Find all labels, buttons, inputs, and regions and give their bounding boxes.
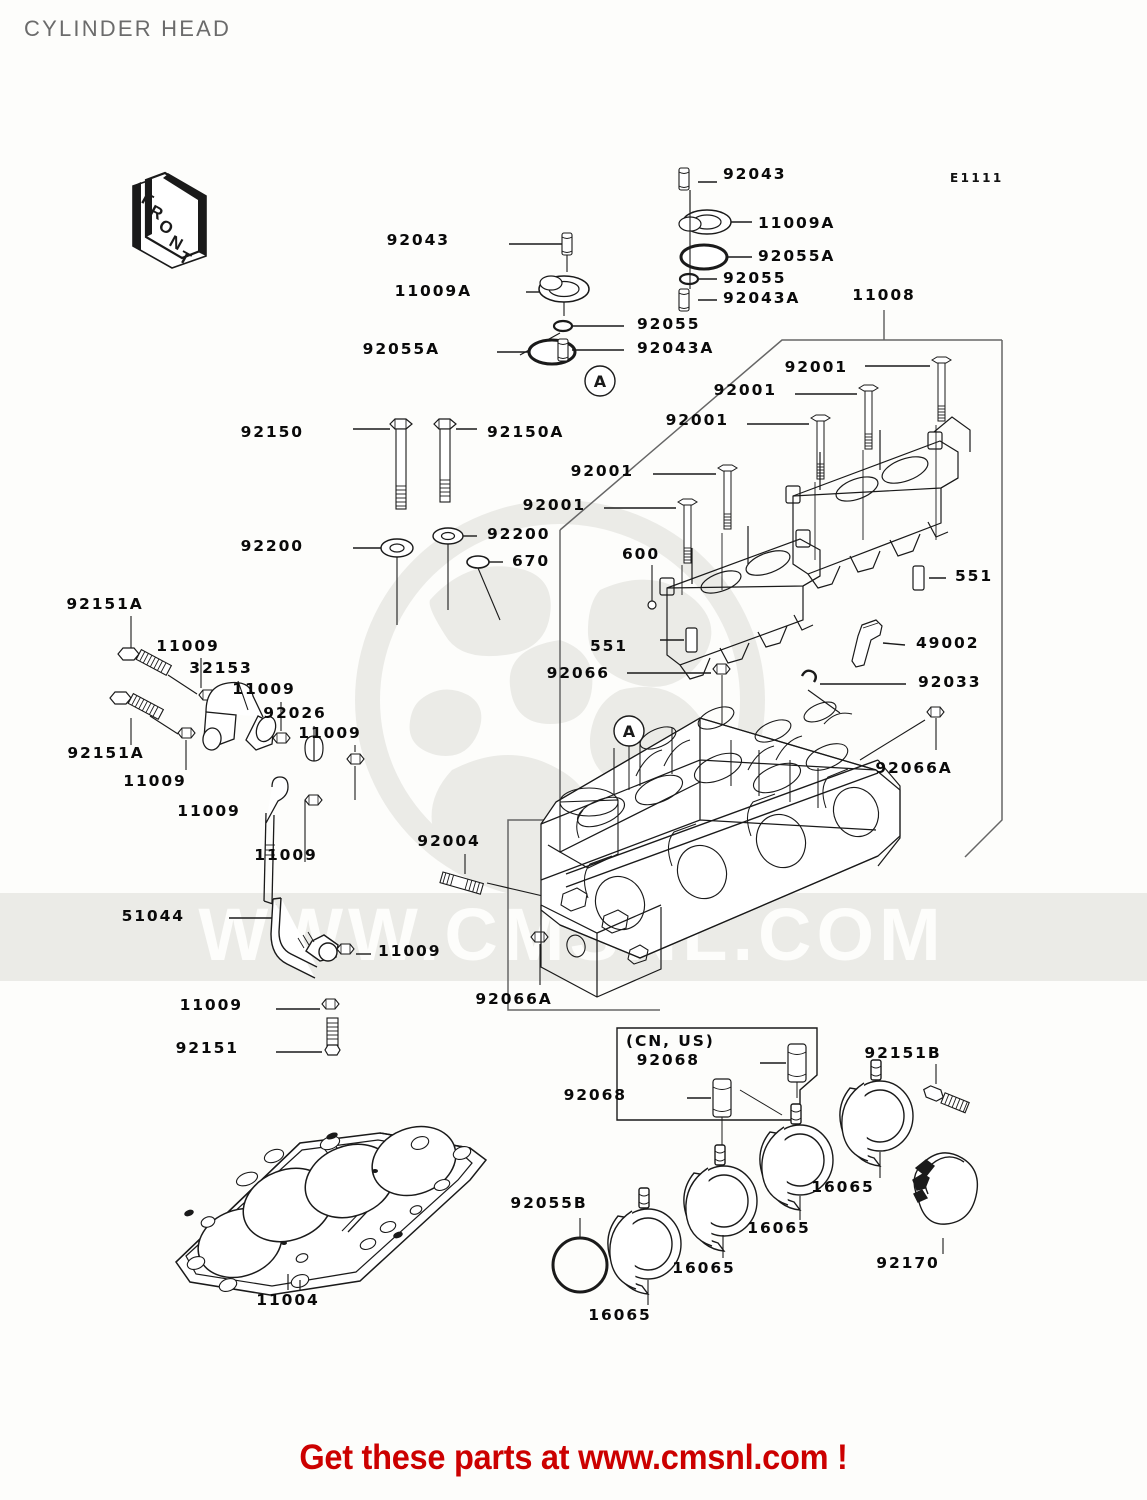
part-callout-92151: 92151	[175, 1039, 239, 1057]
part-callout-92001: 92001	[570, 462, 634, 480]
inset-box-cn-us	[616, 1027, 818, 1121]
dowel-pins	[660, 565, 946, 653]
part-callout-92151b: 92151B	[864, 1044, 942, 1062]
section-marker-a2: A	[613, 715, 645, 790]
oil-pipe-32153	[202, 681, 277, 751]
o-ring-92055B	[551, 1218, 609, 1294]
hose-clamp-92170	[912, 1152, 979, 1254]
part-callout-92001: 92001	[784, 358, 848, 376]
part-callout-32153: 32153	[189, 659, 253, 677]
front-direction-marker: FRO NT	[132, 171, 207, 269]
part-callout-11009: 11009	[298, 724, 362, 742]
part-callout-670: 670	[512, 552, 551, 570]
part-callout-16065: 16065	[811, 1178, 875, 1196]
part-callout-11009: 11009	[156, 637, 220, 655]
bolt-92151	[324, 1017, 341, 1056]
bolt-92151B	[923, 1064, 970, 1114]
breather-and-ring	[800, 619, 906, 714]
part-callout-51044: 51044	[121, 907, 185, 925]
part-callout-92043: 92043	[386, 231, 450, 249]
cylinder-head-casting	[540, 701, 901, 998]
head-gasket-11004	[175, 1125, 488, 1296]
cylinder-head-assembly-bracket	[507, 310, 1003, 1011]
part-callout-16065: 16065	[747, 1219, 811, 1237]
part-callout-92066a: 92066A	[475, 990, 553, 1008]
washers-92200	[353, 527, 503, 625]
part-callout-11009: 11009	[378, 942, 442, 960]
part-callout-92043: 92043	[723, 165, 787, 183]
camshaft-holder-front	[659, 526, 821, 680]
spark-plug-parts-left: A	[497, 232, 624, 397]
part-callout-92055: 92055	[637, 315, 701, 333]
part-callout-92055a: 92055A	[758, 247, 836, 265]
part-callout-551: 551	[955, 567, 994, 585]
part-callout-49002: 49002	[916, 634, 980, 652]
camshaft-holder-rear	[785, 416, 971, 589]
part-callout-92068: 92068	[563, 1086, 627, 1104]
footer-promo: Get these parts at www.cmsnl.com !	[299, 1438, 848, 1477]
part-callout-92004: 92004	[417, 832, 481, 850]
page-title: CYLINDER HEAD	[24, 16, 232, 41]
part-callout-16065: 16065	[672, 1259, 736, 1277]
part-callout-11009: 11009	[232, 680, 296, 698]
head-bolts-92150	[353, 418, 477, 510]
part-callout-92150: 92150	[240, 423, 304, 441]
part-callout-11009a: 11009A	[394, 282, 472, 300]
part-callout-92068: 92068	[636, 1051, 700, 1069]
part-callout-11009a: 11009A	[758, 214, 836, 232]
part-callout-92001: 92001	[522, 496, 586, 514]
small-hose	[263, 776, 289, 906]
breather-hose-51044	[229, 897, 339, 979]
part-callout-11009: 11009	[177, 802, 241, 820]
left-fitting-cluster	[109, 616, 365, 906]
part-callout-92151a: 92151A	[67, 744, 145, 762]
cam-cap-bolts	[604, 356, 952, 595]
inset-plugs	[687, 1043, 807, 1150]
part-callout-11008: 11008	[852, 286, 916, 304]
part-callout-92066a: 92066A	[875, 759, 953, 777]
svg-text:A: A	[594, 372, 607, 391]
part-callout-16065: 16065	[588, 1306, 652, 1324]
part-callout-11009: 11009	[254, 846, 318, 864]
part-callout-92066: 92066	[546, 664, 610, 682]
part-callout-92200: 92200	[487, 525, 551, 543]
part-callout-92055b: 92055B	[510, 1194, 588, 1212]
part-callout-92001: 92001	[713, 381, 777, 399]
part-callout-92200: 92200	[240, 537, 304, 555]
part-callout-92026: 92026	[263, 704, 327, 722]
part-callout-92001: 92001	[665, 411, 729, 429]
inset-caption: (CN, US)	[626, 1032, 715, 1050]
svg-text:A: A	[623, 722, 636, 741]
part-callout-92151a: 92151A	[66, 595, 144, 613]
part-92026	[304, 735, 324, 762]
part-callout-11009: 11009	[179, 996, 243, 1014]
part-callout-92170: 92170	[876, 1254, 940, 1272]
part-callout-92055: 92055	[723, 269, 787, 287]
reference-code: E1111	[950, 171, 1004, 185]
part-callout-92055a: 92055A	[362, 340, 440, 358]
part-callout-551: 551	[589, 637, 628, 655]
part-callout-92043a: 92043A	[637, 339, 715, 357]
spark-plug-parts-right	[678, 167, 752, 312]
part-callout-92033: 92033	[918, 673, 982, 691]
part-callout-11009: 11009	[123, 772, 187, 790]
part-callout-600: 600	[621, 545, 661, 563]
part-callout-92043a: 92043A	[723, 289, 801, 307]
part-callout-92150a: 92150A	[487, 423, 565, 441]
part-callout-11004: 11004	[256, 1291, 320, 1309]
carburetor-holders	[607, 1059, 914, 1295]
